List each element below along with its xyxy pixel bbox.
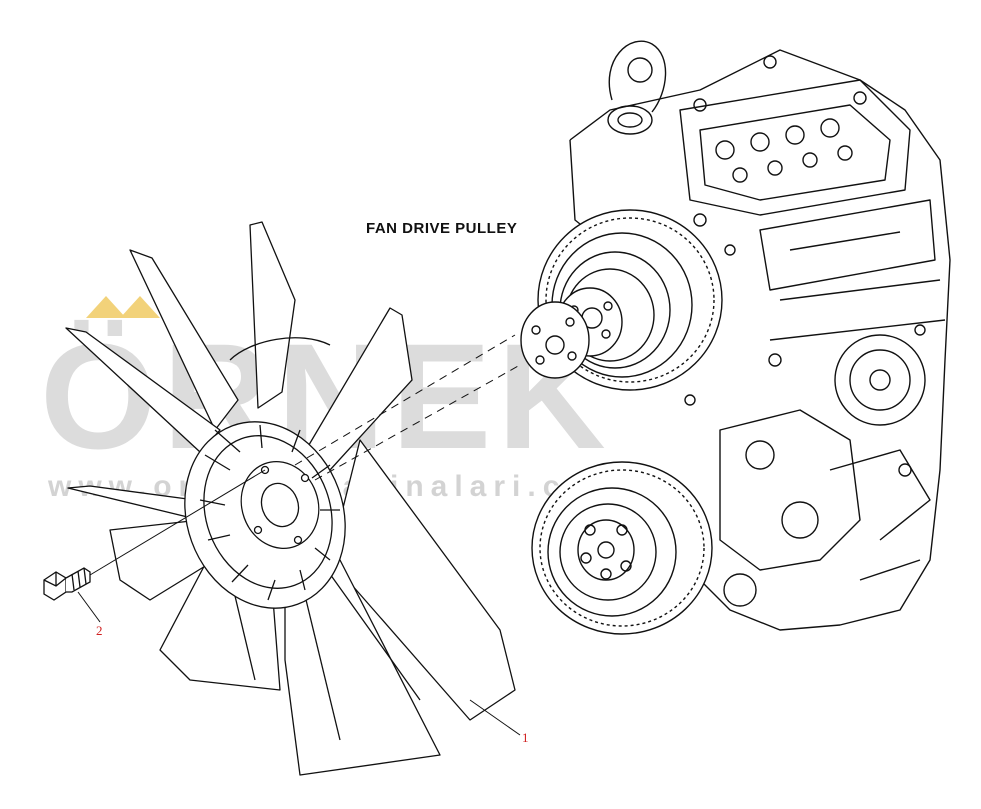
crankshaft-damper [531,461,713,635]
fan-drive-pulley-label: FAN DRIVE PULLEY [366,220,517,237]
alignment-lines [77,334,521,736]
cooling-fan [65,221,516,776]
fan-drive-pulley [520,209,723,391]
leader-line-2 [77,591,101,623]
alignment-line [89,469,266,576]
engine-block [569,40,951,631]
alignment-line [314,364,521,481]
fan-bolt [43,567,91,601]
callout-number-1[interactable]: 1 [522,730,529,745]
watermark-accent-mark [86,296,126,318]
leader-line-1 [469,699,521,736]
callout-number-2[interactable]: 2 [96,623,103,638]
watermark-accent-mark [120,296,160,318]
alignment-line [294,334,516,466]
